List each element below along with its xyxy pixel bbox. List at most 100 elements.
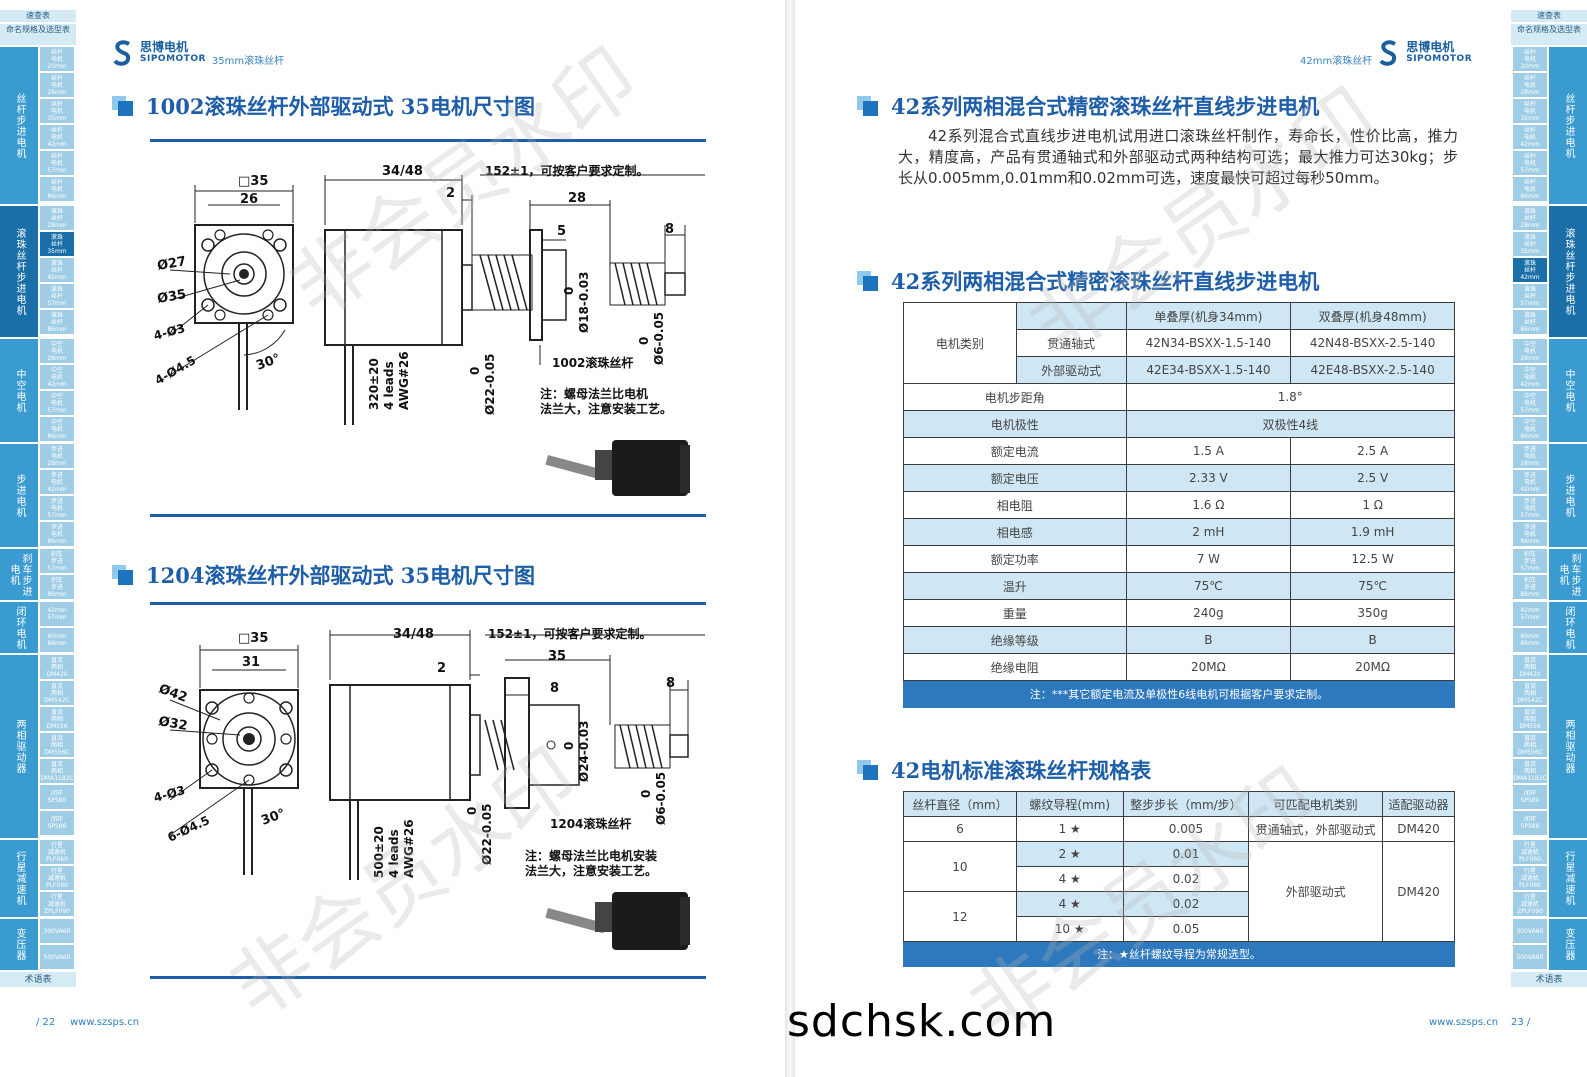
footer-url[interactable]: www.szsps.cn — [1429, 1017, 1499, 1028]
intro-paragraph: 42系列混合式直线步进电机试用进口滚珠丝杆制作，寿命长，性价比高，推力大，精度高… — [898, 127, 1458, 187]
nav-glossary[interactable]: 术语表 — [1511, 972, 1587, 988]
nav-group-hollow[interactable]: 中空电机 — [1549, 339, 1587, 443]
nav-item[interactable]: 500VA60 — [40, 945, 74, 970]
section-title-leadscrew: 42电机标准滚珠丝杆规格表 — [857, 755, 1151, 785]
nav-group-hollow[interactable]: 中空电机 — [0, 339, 38, 443]
nav-group-ball-screw[interactable]: 滚珠丝杆步进电机 — [1549, 206, 1587, 338]
nav-group-lead-screw[interactable]: 丝杆步进电机 — [1549, 47, 1587, 205]
nav-glossary[interactable]: 术语表 — [0, 972, 76, 988]
nav-naming-table[interactable]: 命名规格及选型表 — [1511, 24, 1587, 46]
nav-group-lead-screw[interactable]: 丝杆步进电机 — [0, 47, 38, 205]
table-row: 6 1 ★ 0.005 贯通轴式，外部驱动式 DM420 — [903, 816, 1455, 842]
nav-group-brake[interactable]: 刹车步进电机 — [1549, 549, 1587, 601]
nav-group-driver[interactable]: 两相驱动器 — [0, 655, 38, 839]
nav-item[interactable]: 500VA60 — [1513, 945, 1547, 970]
table-row: 10 2 ★ 0.01 外部驱动式 DM420 — [903, 841, 1455, 942]
nav-item[interactable]: 300VA60 — [1513, 919, 1547, 944]
nav-group-transformer[interactable]: 变压器 — [0, 919, 38, 971]
nav-quick-table[interactable]: 速查表 — [0, 10, 76, 23]
nav-group-transformer[interactable]: 变压器 — [1549, 919, 1587, 971]
nav-group-stepper[interactable]: 步进电机 — [1549, 444, 1587, 548]
nav-group-reducer[interactable]: 行星减速机 — [1549, 840, 1587, 918]
nav-quick-table[interactable]: 速查表 — [1511, 10, 1587, 23]
nav-item[interactable]: 300VA60 — [40, 919, 74, 944]
nav-group-closed-loop[interactable]: 闭环电机 — [1549, 602, 1587, 654]
nav-group-driver[interactable]: 两相驱动器 — [1549, 655, 1587, 839]
nav-group-brake[interactable]: 刹车步进电机 — [0, 549, 38, 601]
nav-naming-table[interactable]: 命名规格及选型表 — [0, 24, 76, 46]
nav-group-closed-loop[interactable]: 闭环电机 — [0, 602, 38, 654]
nav-group-ball-screw[interactable]: 滚珠丝杆步进电机 — [0, 206, 38, 338]
nav-group-reducer[interactable]: 行星减速机 — [0, 840, 38, 918]
nav-group-stepper[interactable]: 步进电机 — [0, 444, 38, 548]
footer-url[interactable]: www.szsps.cn — [70, 1017, 140, 1028]
